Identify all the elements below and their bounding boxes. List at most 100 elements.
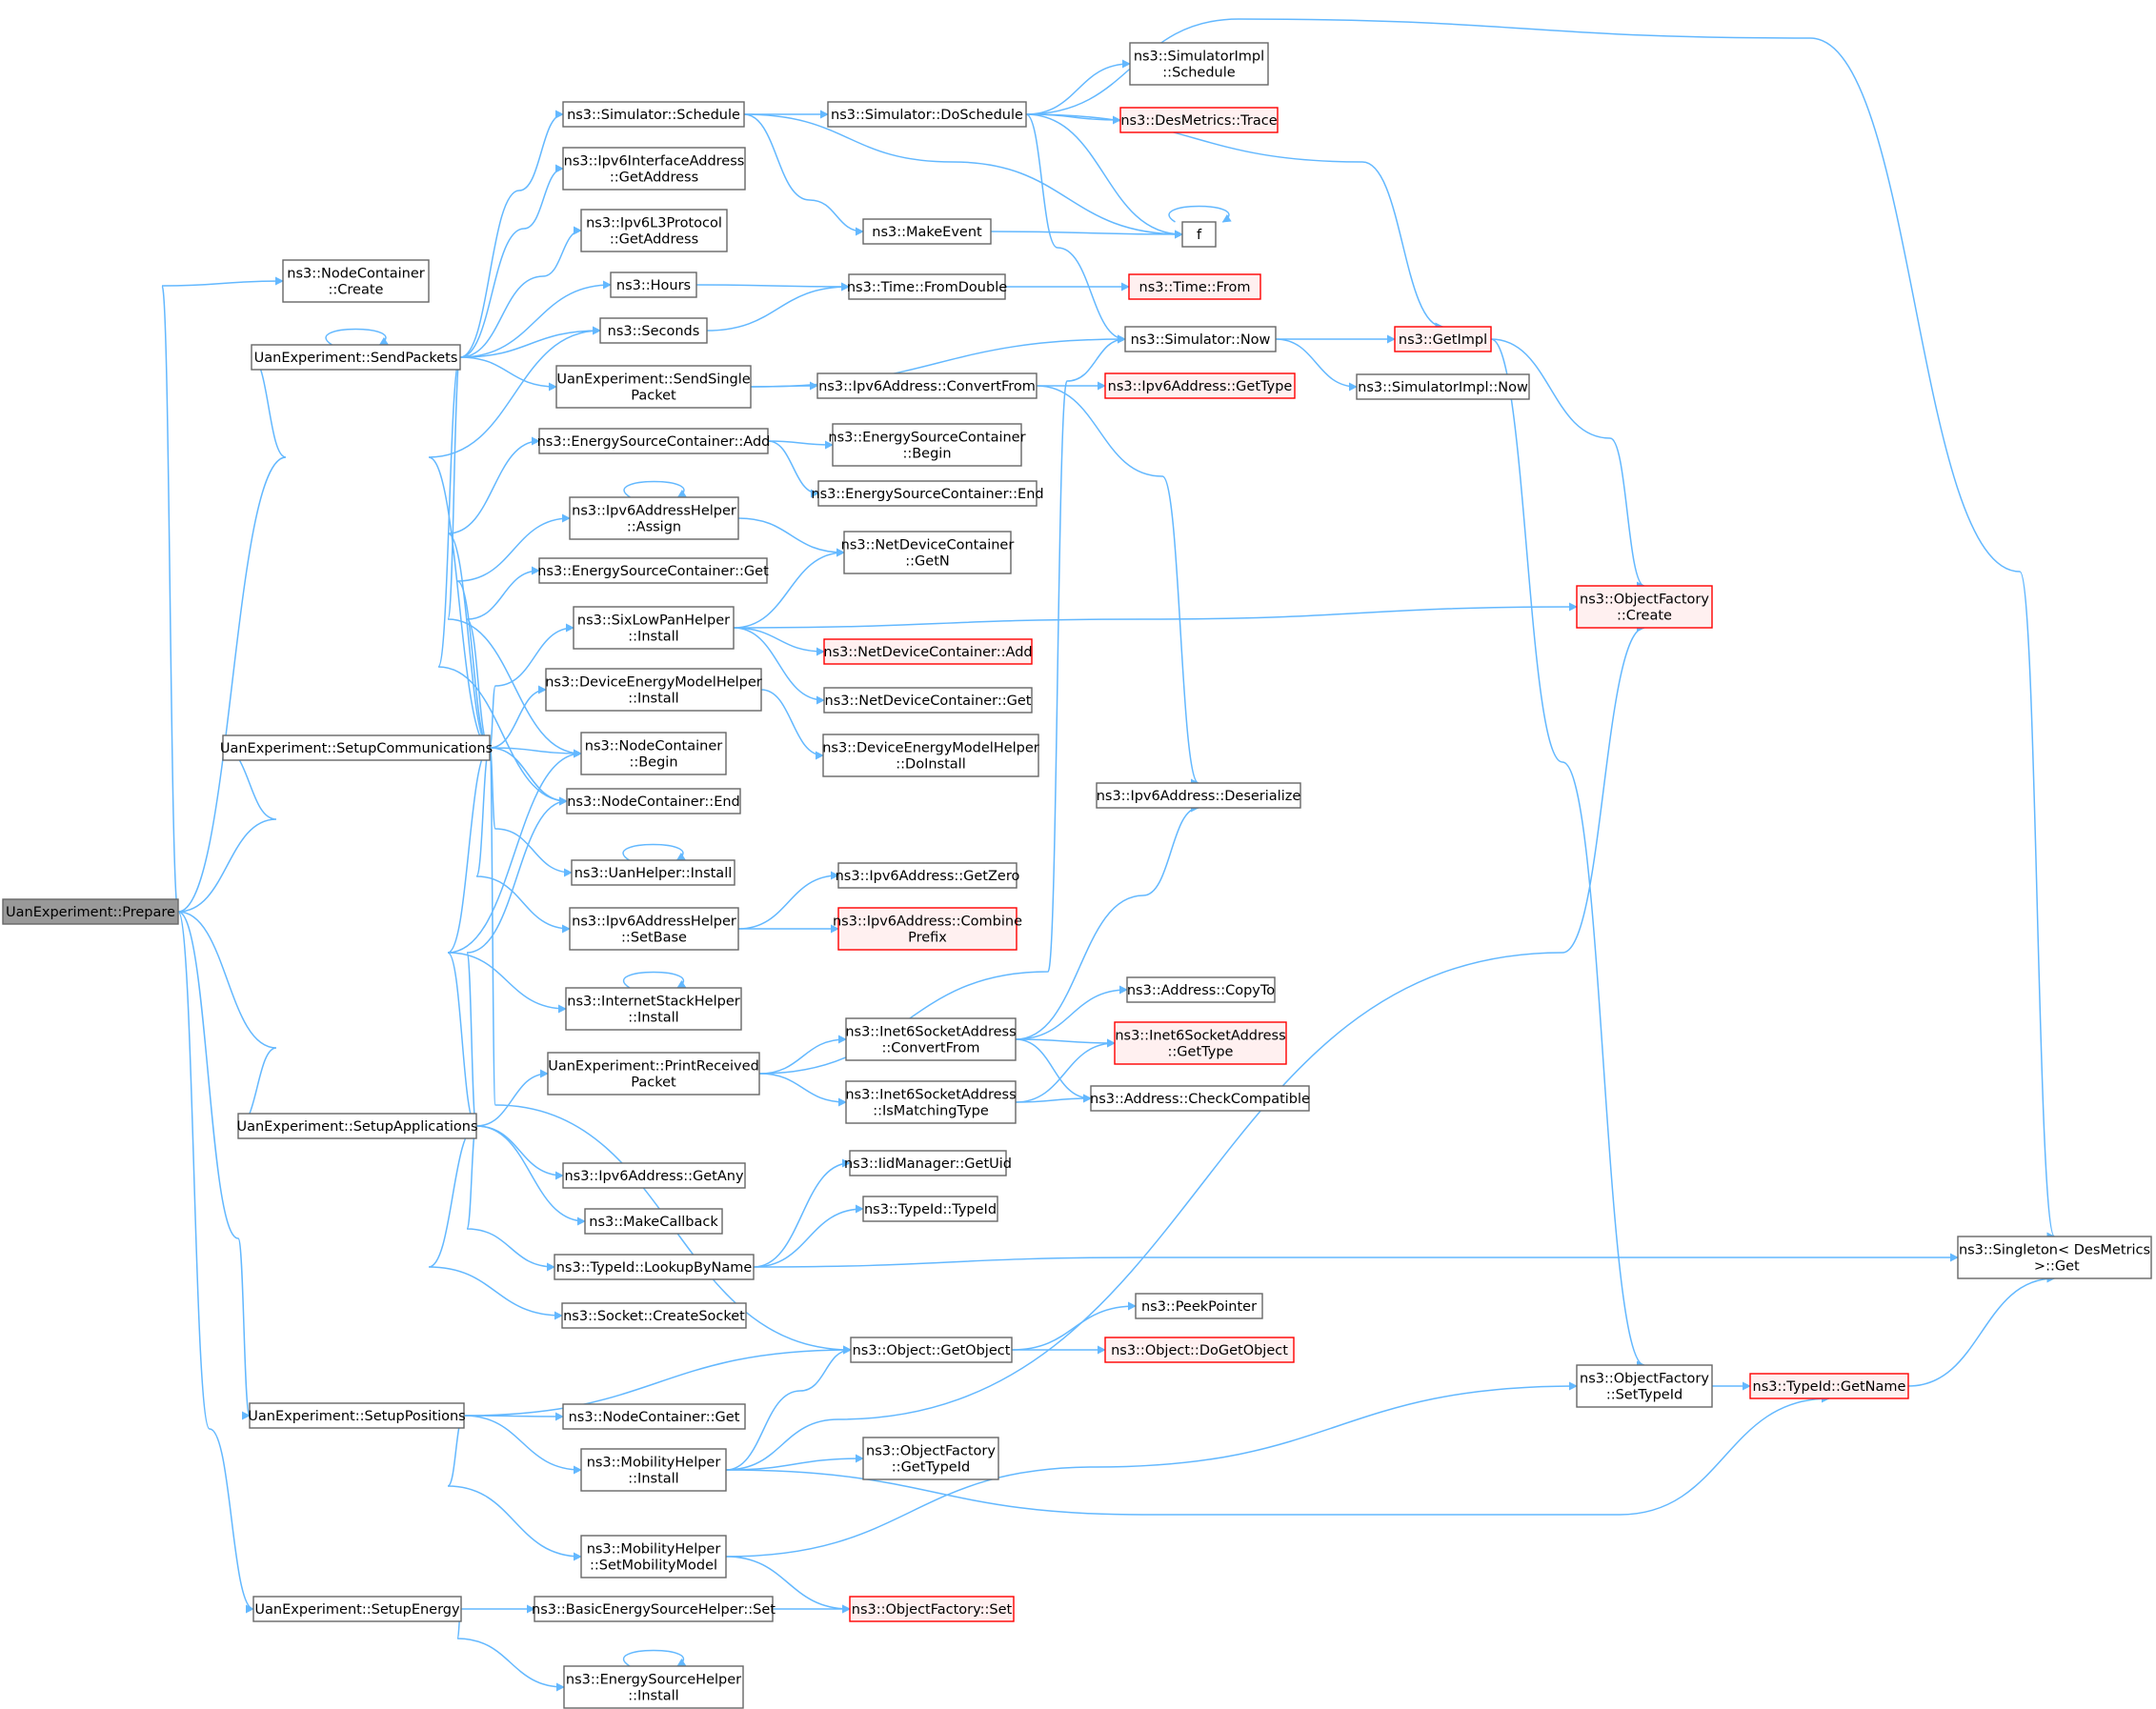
node-box[interactable]	[561, 1302, 747, 1329]
node-mh_install[interactable]: ns3::MobilityHelper::Install	[580, 1448, 727, 1492]
node-of_gettypeid[interactable]: ns3::ObjectFactory::GetTypeId	[862, 1437, 999, 1480]
node-box[interactable]	[817, 480, 1038, 507]
node-nc_end[interactable]: ns3::NodeContainer::End	[566, 788, 741, 814]
node-uanhelper_install[interactable]: ns3::UanHelper::Install	[571, 859, 735, 886]
node-box[interactable]	[1749, 1373, 1909, 1399]
node-box[interactable]	[849, 1150, 1007, 1176]
node-object_dogetobject[interactable]: ns3::Object::DoGetObject	[1104, 1337, 1295, 1363]
node-nc_begin[interactable]: ns3::NodeContainer::Begin	[580, 732, 727, 775]
node-ipv6addr_convertfrom[interactable]: ns3::Ipv6Address::ConvertFrom	[816, 372, 1038, 399]
node-box[interactable]	[580, 1448, 727, 1492]
node-prepare[interactable]: UanExperiment::Prepare	[2, 898, 179, 925]
node-iidm_getuid[interactable]: ns3::IidManager::GetUid	[844, 1150, 1012, 1176]
node-simimpl_now[interactable]: ns3::SimulatorImpl::Now	[1356, 373, 1530, 400]
node-esc_begin[interactable]: ns3::EnergySourceContainer::Begin	[828, 423, 1026, 467]
node-i6sa_gettype[interactable]: ns3::Inet6SocketAddress::GetType	[1114, 1021, 1287, 1065]
node-box[interactable]	[249, 1402, 465, 1429]
node-ndc_getn[interactable]: ns3::NetDeviceContainer::GetN	[841, 531, 1015, 574]
node-besh_set[interactable]: ns3::BasicEnergySourceHelper::Set	[532, 1596, 776, 1622]
node-box[interactable]	[562, 1162, 746, 1189]
node-box[interactable]	[2, 898, 179, 925]
node-setupcomm[interactable]: UanExperiment::SetupCommunications	[220, 734, 493, 761]
node-demh_install[interactable]: ns3::DeviceEnergyModelHelper::Install	[545, 668, 762, 712]
node-box[interactable]	[562, 101, 745, 128]
node-box[interactable]	[1576, 1364, 1713, 1408]
node-sim_schedule[interactable]: ns3::Simulator::Schedule	[562, 101, 745, 128]
node-box[interactable]	[1119, 107, 1279, 133]
node-box[interactable]	[848, 273, 1006, 300]
node-ipv6l3_getaddr[interactable]: ns3::Ipv6L3Protocol::GetAddress	[580, 209, 728, 252]
node-box[interactable]	[237, 1113, 477, 1139]
node-box[interactable]	[1135, 1293, 1263, 1319]
node-addr_copyto[interactable]: ns3::Address::CopyTo	[1126, 976, 1276, 1003]
node-box[interactable]	[599, 317, 708, 344]
node-box[interactable]	[569, 496, 739, 540]
node-box[interactable]	[565, 987, 742, 1031]
node-box[interactable]	[573, 606, 735, 650]
node-box[interactable]	[845, 1017, 1017, 1061]
node-box[interactable]	[1128, 273, 1261, 300]
node-makecallback[interactable]: ns3::MakeCallback	[584, 1208, 723, 1235]
node-nc_get[interactable]: ns3::NodeContainer::Get	[562, 1403, 746, 1430]
node-box[interactable]	[584, 1208, 723, 1235]
node-makeevent[interactable]: ns3::MakeEvent	[862, 218, 992, 245]
node-ish_install[interactable]: ns3::InternetStackHelper::Install	[565, 987, 742, 1031]
node-box[interactable]	[282, 259, 430, 303]
node-setupenergy[interactable]: UanExperiment::SetupEnergy	[252, 1596, 462, 1622]
node-box[interactable]	[580, 209, 728, 252]
node-hours[interactable]: ns3::Hours	[610, 271, 697, 298]
node-box[interactable]	[562, 147, 746, 191]
node-box[interactable]	[547, 1052, 760, 1096]
node-time_from[interactable]: ns3::Time::From	[1128, 273, 1261, 300]
node-esc_get[interactable]: ns3::EnergySourceContainer::Get	[537, 557, 769, 584]
node-time_fromdouble[interactable]: ns3::Time::FromDouble	[847, 273, 1007, 300]
node-box[interactable]	[562, 1403, 746, 1430]
node-box[interactable]	[849, 1596, 1015, 1622]
node-i6sa_convertfrom[interactable]: ns3::Inet6SocketAddress::ConvertFrom	[845, 1017, 1017, 1061]
node-box[interactable]	[545, 668, 762, 712]
node-ipv6ah_assign[interactable]: ns3::Ipv6AddressHelper::Assign	[569, 496, 739, 540]
node-box[interactable]	[1129, 42, 1269, 86]
node-peekpointer[interactable]: ns3::PeekPointer	[1135, 1293, 1263, 1319]
node-box[interactable]	[837, 862, 1018, 889]
node-box[interactable]	[222, 734, 491, 761]
node-box[interactable]	[862, 1196, 998, 1222]
node-ndc_add[interactable]: ns3::NetDeviceContainer::Add	[823, 638, 1033, 665]
node-box[interactable]	[1126, 976, 1276, 1003]
node-box[interactable]	[534, 1596, 774, 1622]
node-box[interactable]	[823, 687, 1033, 714]
node-singleton_get[interactable]: ns3::Singleton< DesMetrics >::Get	[1957, 1236, 2152, 1279]
node-demh_doinstall[interactable]: ns3::DeviceEnergyModelHelper::DoInstall	[822, 734, 1039, 777]
node-box[interactable]	[1181, 221, 1217, 248]
node-box[interactable]	[862, 1437, 999, 1480]
node-ipv6addr_gettype[interactable]: ns3::Ipv6Address::GetType	[1104, 372, 1296, 399]
node-ipv6ia_getaddr[interactable]: ns3::Ipv6InterfaceAddress::GetAddress	[562, 147, 746, 191]
node-sim_doschedule[interactable]: ns3::Simulator::DoSchedule	[827, 101, 1027, 128]
node-f[interactable]: f	[1181, 221, 1217, 248]
node-box[interactable]	[538, 557, 768, 584]
node-box[interactable]	[832, 423, 1022, 467]
node-box[interactable]	[571, 859, 735, 886]
node-box[interactable]	[554, 1254, 755, 1280]
node-addr_checkcompat[interactable]: ns3::Address::CheckCompatible	[1090, 1085, 1310, 1112]
node-box[interactable]	[1356, 373, 1530, 400]
node-box[interactable]	[580, 1535, 727, 1578]
node-box[interactable]	[563, 1665, 744, 1709]
node-box[interactable]	[816, 372, 1038, 399]
node-box[interactable]	[566, 788, 741, 814]
node-box[interactable]	[1104, 1337, 1295, 1363]
node-setuppos[interactable]: UanExperiment::SetupPositions	[248, 1402, 466, 1429]
node-simimpl_schedule[interactable]: ns3::SimulatorImpl::Schedule	[1129, 42, 1269, 86]
node-typeid_typeid[interactable]: ns3::TypeId::TypeId	[862, 1196, 998, 1222]
node-ipv6addr_getany[interactable]: ns3::Ipv6Address::GetAny	[562, 1162, 746, 1189]
node-box[interactable]	[1104, 372, 1296, 399]
node-box[interactable]	[845, 1080, 1017, 1124]
node-mh_setmodel[interactable]: ns3::MobilityHelper::SetMobilityModel	[580, 1535, 727, 1578]
node-seconds[interactable]: ns3::Seconds	[599, 317, 708, 344]
node-ipv6addr_deserialize[interactable]: ns3::Ipv6Address::Deserialize	[1096, 782, 1301, 809]
node-box[interactable]	[850, 1337, 1013, 1363]
node-object_getobject[interactable]: ns3::Object::GetObject	[850, 1337, 1013, 1363]
node-sendpackets[interactable]: UanExperiment::SendPackets	[251, 344, 461, 371]
